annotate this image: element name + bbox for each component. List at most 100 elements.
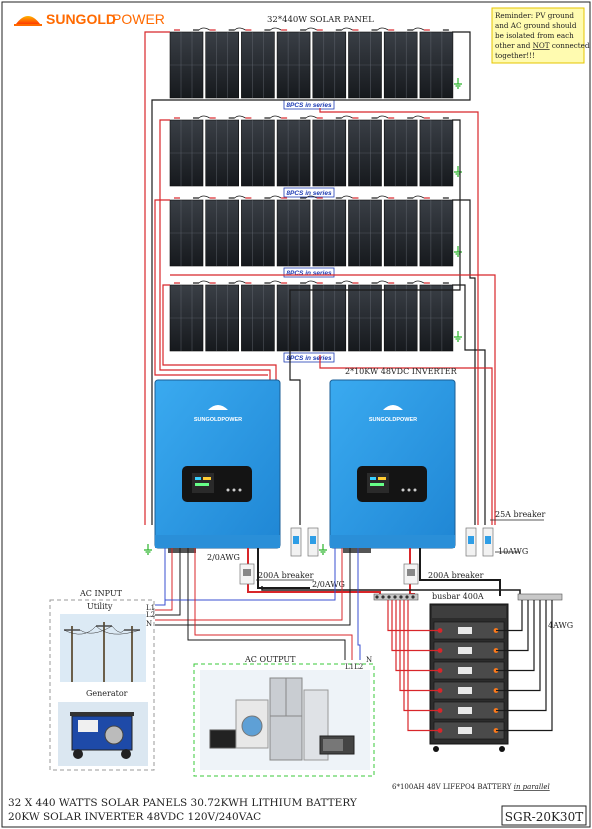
- series-label-box: [283, 187, 335, 198]
- pv-breaker-4-icon: [482, 527, 494, 557]
- ac-output-l1l2: L1L2: [345, 663, 363, 671]
- ac-output-box: AC OUTPUT L1L2 N: [193, 655, 375, 777]
- busbar-positive: [373, 593, 419, 601]
- pv-breaker-2-icon: [307, 527, 319, 557]
- solar-array: 8PCS in series 8PCS in series 8PCS in seri…: [169, 27, 462, 363]
- battery-module: [433, 721, 505, 740]
- solar-panel: [276, 195, 318, 267]
- solar-panel: [276, 280, 318, 352]
- reminder-line-5: together!!!: [495, 51, 535, 60]
- solar-panel: [312, 195, 353, 267]
- solar-panel: [276, 115, 318, 187]
- solar-panel: [312, 27, 353, 99]
- solar-panel: [383, 280, 425, 352]
- solar-panel: [241, 195, 282, 267]
- ground-icon: [454, 166, 462, 177]
- solar-panel: [205, 195, 246, 267]
- solar-row-2: 8PCS in series: [169, 115, 462, 198]
- series-label-box: [283, 267, 335, 278]
- reminder-note: Reminder: PV ground and AC ground should…: [491, 7, 590, 64]
- solar-panel: [169, 115, 210, 187]
- battery-rack: [429, 603, 509, 752]
- sun-logo-icon: [16, 16, 40, 24]
- battery-module: [433, 641, 505, 660]
- solar-panel: [169, 280, 210, 352]
- battery-caption: 6*100AH 48V LIFEPO4 BATTERY in parallel: [392, 783, 550, 791]
- reminder-line-4: other and NOT connected: [495, 41, 590, 50]
- solar-panel: [419, 29, 454, 99]
- ac-input-n: N: [146, 620, 152, 628]
- footer-line-2: 20KW SOLAR INVERTER 48VDC 120V/240VAC: [8, 811, 261, 823]
- breaker-200a-2-label: 200A breaker: [428, 571, 484, 580]
- solar-panel: [205, 115, 246, 187]
- ac-input-l1: L1: [146, 604, 155, 612]
- awg4-label: 4AWG: [548, 621, 573, 630]
- solar-panel: [169, 195, 210, 267]
- solar-title: 32*440W SOLAR PANEL: [267, 15, 374, 25]
- battery-module: [433, 681, 505, 700]
- solar-panel: [419, 117, 454, 187]
- series-label: 8PCS in series: [286, 355, 332, 362]
- ground-icon: [454, 78, 462, 89]
- solar-panel: [276, 27, 318, 99]
- solar-panel: [383, 195, 425, 267]
- dc-breaker-2-icon: [403, 563, 419, 585]
- series-label-box: [283, 352, 335, 363]
- ac-output-title: AC OUTPUT: [244, 655, 296, 664]
- solar-panel: [348, 115, 389, 187]
- pv-breaker-1-icon: [290, 527, 302, 557]
- ac-input-box: AC INPUT L1 L2 N Utility Generator: [49, 589, 155, 771]
- ac-input-l2: L2: [146, 611, 155, 619]
- inverter-title: 2*10KW 48VDC INVERTER: [345, 367, 458, 376]
- solar-panel: [383, 27, 425, 99]
- ac-input-title: AC INPUT: [79, 589, 123, 598]
- solar-panel: [312, 280, 353, 352]
- model-box: [501, 805, 587, 826]
- ground-icon: [454, 246, 462, 257]
- ground-icon: [144, 544, 152, 555]
- dc-breaker-1-icon: [239, 563, 255, 585]
- solar-panel: [419, 282, 454, 352]
- utility-poles-icon: [60, 614, 146, 682]
- reminder-line-1: Reminder: PV ground: [495, 11, 574, 20]
- reminder-line-2: and AC ground should: [495, 21, 577, 30]
- busbar-negative: [517, 593, 563, 601]
- solar-panel: [419, 197, 454, 267]
- footer-line-1: 32 X 440 WATTS SOLAR PANELS 30.72KWH LIT…: [8, 797, 358, 809]
- awg2-left-label: 2/0AWG: [207, 553, 240, 562]
- solar-row-4: 8PCS in series: [169, 280, 462, 363]
- solar-panel: [348, 195, 389, 267]
- brand-logo: SUNGOLD POWER: [14, 11, 165, 27]
- utility-label: Utility: [87, 602, 113, 611]
- solar-panel: [348, 27, 389, 99]
- pv-breakers: 25A breaker 10AWG: [290, 510, 546, 557]
- home-appliances-icon: [200, 670, 370, 770]
- awg10-label: 10AWG: [498, 547, 528, 556]
- inverter-1: SUNGOLDPOWER: [144, 379, 281, 555]
- solar-panel: [383, 115, 425, 187]
- device-logo-icon: [383, 405, 403, 410]
- battery-module: [433, 701, 505, 720]
- solar-panel: [348, 280, 389, 352]
- ac-output-n: N: [366, 656, 372, 664]
- pv-breaker-3-icon: [465, 527, 477, 557]
- logo-text-light: POWER: [112, 11, 165, 27]
- battery-wiring: [387, 600, 553, 732]
- solar-panel: [205, 280, 246, 352]
- busbar-label: busbar 400A: [432, 592, 484, 601]
- inverter-2-logo-text: SUNGOLDPOWER: [369, 417, 417, 423]
- generator-icon: [58, 702, 148, 766]
- solar-panel: [312, 115, 353, 187]
- logo-text-bold: SUNGOLD: [46, 11, 116, 27]
- ground-icon: [319, 544, 327, 555]
- breaker-25a-label: 25A breaker: [495, 510, 546, 519]
- reminder-line-3: be isolated from each: [495, 31, 574, 40]
- breaker-200a-1-label: 200A breaker: [258, 571, 314, 580]
- series-label: 8PCS in series: [286, 270, 332, 277]
- solar-panel: [241, 115, 282, 187]
- battery-module: [433, 621, 505, 640]
- device-logo-icon: [208, 405, 228, 410]
- solar-panel: [205, 27, 246, 99]
